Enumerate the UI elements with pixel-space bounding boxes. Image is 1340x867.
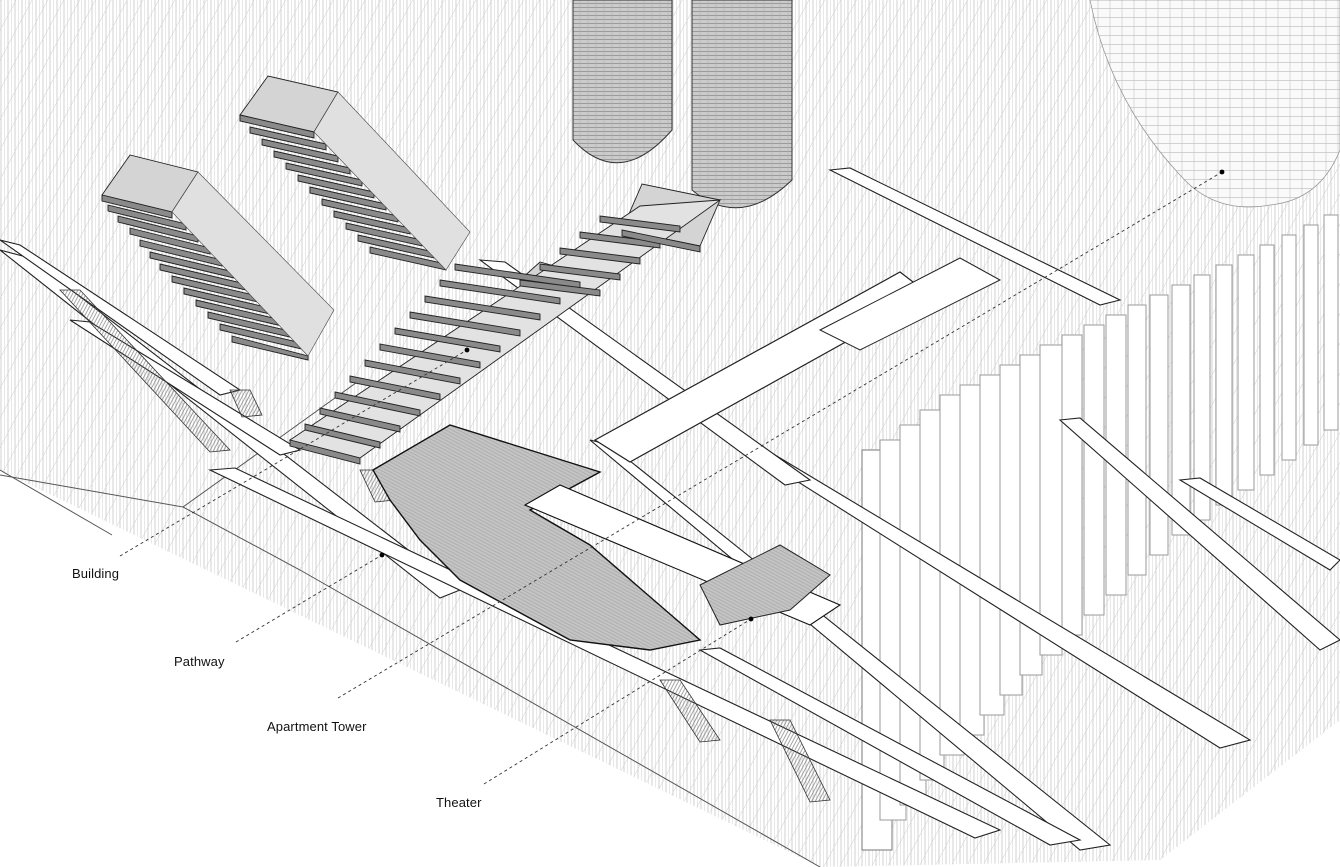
long-slab — [593, 257, 1002, 463]
leader-dot-apartment-tower — [1219, 169, 1225, 175]
theater-bowl — [372, 424, 842, 651]
leader-line-theater — [483, 618, 752, 785]
stepped-building-center — [288, 183, 722, 465]
label-theater: Theater — [436, 795, 482, 810]
leader-dot-pathway — [379, 552, 385, 558]
label-pathway: Pathway — [174, 654, 225, 669]
stepped-building-middle — [239, 75, 471, 271]
label-apartment-tower: Apartment Tower — [267, 719, 367, 734]
leader-dot-building — [464, 347, 470, 353]
leader-line-building — [119, 349, 468, 557]
leader-line-pathway — [235, 554, 383, 643]
cylinder-towers — [572, 0, 793, 209]
leader-dot-theater — [748, 616, 754, 622]
stepped-building-left — [101, 154, 335, 361]
callout-leaders — [119, 169, 1225, 785]
label-building: Building — [72, 566, 120, 581]
apartment-sphere — [1089, 0, 1340, 208]
